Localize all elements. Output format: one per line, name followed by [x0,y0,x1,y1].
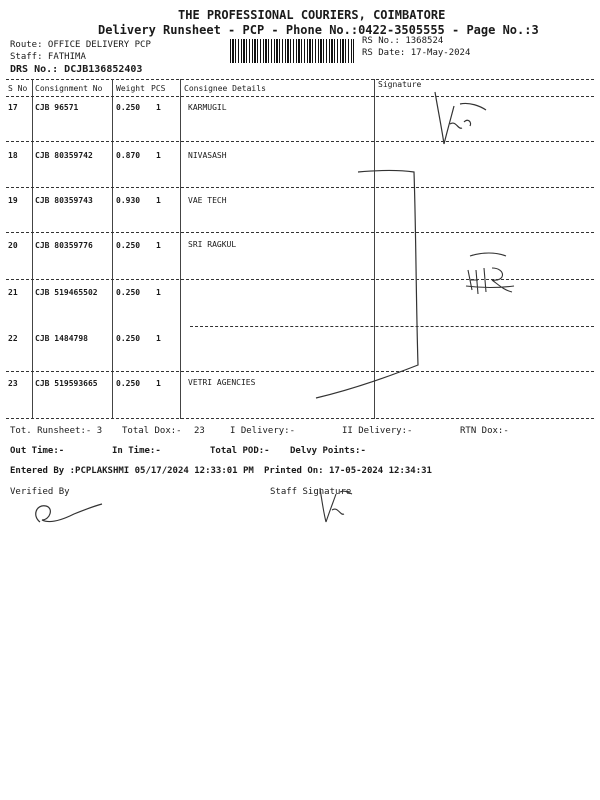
route-label: Route: OFFICE DELIVERY PCP [10,40,151,50]
col-header-consignment: Consignment No [35,84,103,93]
rtn-dox: RTN Dox:- [460,426,509,436]
row-weight: 0.250 [116,241,141,250]
row-weight: 0.250 [116,288,141,297]
row-consignment: CJB 96571 [35,103,79,112]
col-header-weight: Weight [116,84,145,93]
total-dox-label: Total Dox:- [122,426,182,436]
rs-number: RS No.: 1368524 [362,36,444,46]
row-weight: 0.250 [116,103,141,112]
row-sno: 19 [8,196,18,205]
header-rule [6,96,594,97]
row-sno: 22 [8,334,18,343]
tot-runsheet: Tot. Runsheet:- 3 [10,426,103,436]
col-header-signature: Signature [378,80,422,89]
col-header-sno: S No [8,84,28,93]
row-weight: 0.250 [116,379,141,388]
verified-signature-mark [35,503,103,523]
row-weight: 0.250 [116,334,141,343]
i-delivery: I Delivery:- [230,426,296,436]
row-rule [6,187,594,188]
row-consignment: CJB 80359742 [35,151,93,160]
row-consignee: VETRI AGENCIES [188,378,256,387]
row-sno: 20 [8,241,18,250]
col-divider [32,79,33,419]
row-consignment: CJB 80359743 [35,196,93,205]
col-header-pcs: PCS [151,84,166,93]
row-rule [6,141,594,142]
row-pcs: 1 [156,151,161,160]
row-rule [6,279,594,280]
row-consignment: CJB 519593665 [35,379,98,388]
in-time: In Time:- [112,446,161,456]
row-pcs: 1 [156,288,161,297]
signature-mark [434,91,487,145]
row-consignment: CJB 519465502 [35,288,98,297]
row-rule [6,371,594,372]
row-sno: 18 [8,151,18,160]
bracket-mark [315,169,419,399]
company-title: THE PROFESSIONAL COURIERS, COIMBATORE [178,8,446,22]
total-pod: Total POD:- [210,446,270,456]
row-rule [6,232,594,233]
signature-mark [465,252,515,295]
row-pcs: 1 [156,379,161,388]
row-weight: 0.870 [116,151,141,160]
row-sno: 21 [8,288,18,297]
staff-signature-label: Staff Signature [270,487,352,497]
col-divider [374,79,375,419]
staff-signature-mark [319,487,353,523]
row-weight: 0.930 [116,196,141,205]
drs-number: DRS No.: DCJB136852403 [10,64,143,75]
out-time: Out Time:- [10,446,65,456]
row-sno: 23 [8,379,18,388]
printed-on: Printed On: 17-05-2024 12:34:31 [264,466,432,476]
row-consignee: SRI RAGKUL [188,240,237,249]
row-pcs: 1 [156,196,161,205]
col-divider [180,79,181,419]
col-divider [112,79,113,419]
row-sno: 17 [8,103,18,112]
row-pcs: 1 [156,241,161,250]
entered-by: Entered By :PCPLAKSHMI 05/17/2024 12:33:… [10,466,254,476]
rs-date: RS Date: 17-May-2024 [362,48,471,58]
row-rule [190,326,594,327]
total-dox-value: 23 [194,426,205,436]
row-consignee: VAE TECH [188,196,227,205]
table-bottom-rule [6,418,594,419]
table-top-rule [6,79,594,80]
row-consignee: NIVASASH [188,151,227,160]
verified-by: Verified By [10,487,70,497]
runsheet-subtitle: Delivery Runsheet - PCP - Phone No.:0422… [98,23,539,37]
row-pcs: 1 [156,334,161,343]
staff-label: Staff: FATHIMA [10,52,86,62]
row-pcs: 1 [156,103,161,112]
delvy-points: Delvy Points:- [290,446,366,456]
barcode [230,39,354,63]
ii-delivery: II Delivery:- [342,426,413,436]
row-consignment: CJB 1484798 [35,334,88,343]
row-consignment: CJB 80359776 [35,241,93,250]
col-header-consignee: Consignee Details [184,84,266,93]
row-consignee: KARMUGIL [188,103,227,112]
